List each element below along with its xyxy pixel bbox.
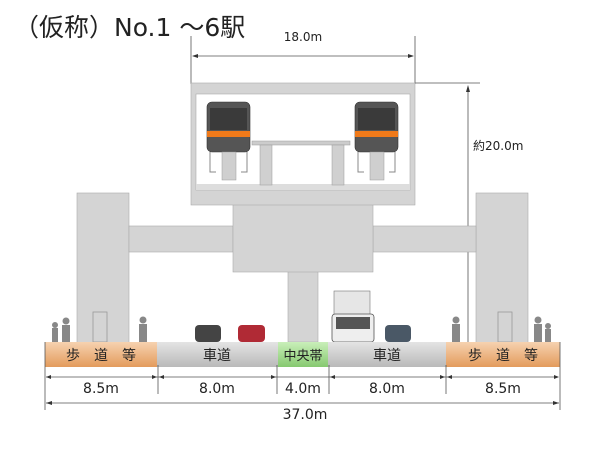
- roadway-left: [157, 342, 278, 367]
- section-name: 歩 道 等: [66, 347, 136, 364]
- section-width: 8.0m: [369, 381, 405, 397]
- section-width: 8.5m: [83, 381, 119, 397]
- diagram-title: （仮称）No.1 ～6駅: [14, 13, 246, 42]
- section-width: 8.0m: [199, 381, 235, 397]
- total-width-label: 37.0m: [283, 407, 328, 423]
- section-dimensions: [44, 342, 561, 410]
- car-red: [238, 325, 265, 342]
- section-name: 歩 道 等: [468, 347, 538, 364]
- train-left: [206, 101, 251, 181]
- viaduct-structure: [76, 82, 529, 344]
- sidewalk-right: [446, 342, 560, 367]
- section-name: 中央帯: [283, 349, 322, 364]
- roadway-right: [328, 342, 446, 367]
- section-name: 車道: [373, 347, 401, 364]
- station-width-label: 18.0m: [284, 30, 322, 44]
- height-dimension: [415, 82, 480, 349]
- section-width: 8.5m: [485, 381, 521, 397]
- section-width: 4.0m: [285, 381, 321, 397]
- truck: [331, 290, 375, 343]
- car-blue: [385, 325, 411, 342]
- height-label: 約20.0m: [473, 138, 523, 153]
- dimension-arrows: [46, 375, 559, 405]
- section-name: 車道: [203, 347, 231, 364]
- car-dark: [195, 325, 221, 342]
- sidewalk-left: [45, 342, 157, 367]
- train-right: [354, 101, 399, 181]
- pedestrians: [52, 316, 551, 342]
- median-strip: [278, 342, 328, 367]
- station-width-dimension: [190, 36, 416, 84]
